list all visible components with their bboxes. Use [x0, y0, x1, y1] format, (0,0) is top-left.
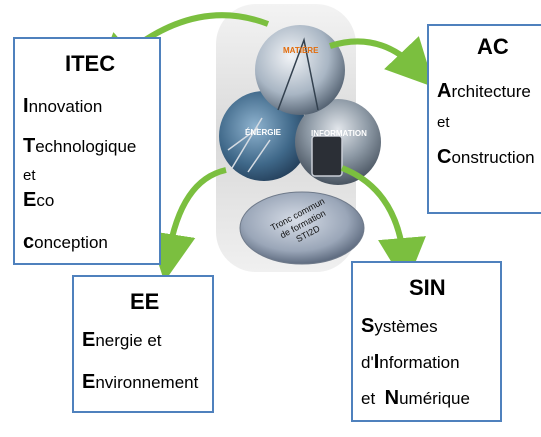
- arrow-to-ee: [147, 167, 227, 282]
- itec-line-5: conception: [23, 231, 108, 253]
- sin-line-3: et Numérique: [361, 387, 470, 409]
- sin-line-2: d'Information: [361, 351, 460, 373]
- sin-title: SIN: [409, 275, 446, 300]
- ee-line-1: Energie et: [82, 329, 162, 351]
- ac-line-1: Architecture: [437, 80, 531, 102]
- energy-label: ÉNERGIE: [245, 128, 282, 137]
- itec-line-3: et: [23, 167, 36, 184]
- common-core-disc: [239, 191, 365, 265]
- itec-line-4: Eco: [23, 189, 55, 211]
- itec-title: ITEC: [65, 51, 116, 76]
- matter-sphere: [255, 25, 345, 115]
- arrow-to-ac: [329, 36, 435, 88]
- ac-line-3: Construction: [437, 146, 535, 168]
- matter-label: MATIÈRE: [283, 46, 319, 55]
- ac-line-2: et: [437, 114, 450, 131]
- ac-box: AC Architecture et Construction: [427, 24, 541, 214]
- ee-line-2: Environnement: [82, 371, 199, 393]
- itec-box: ITEC Innovation Technologique et Eco con…: [13, 37, 161, 265]
- sin-line-1: Systèmes: [361, 315, 438, 337]
- ee-title: EE: [130, 289, 160, 314]
- arrow-to-sin: [340, 165, 426, 286]
- tablet-illustration: [311, 135, 343, 177]
- sin-box: SIN Systèmes d'Information et Numérique: [351, 261, 502, 422]
- information-label: INFORMATION: [311, 129, 367, 138]
- ee-box: EE Energie et Environnement: [72, 275, 214, 413]
- ac-title: AC: [477, 34, 509, 59]
- itec-line-2: Technologique: [23, 135, 137, 157]
- energy-sphere: [219, 91, 309, 181]
- itec-line-1: Innovation: [23, 95, 103, 117]
